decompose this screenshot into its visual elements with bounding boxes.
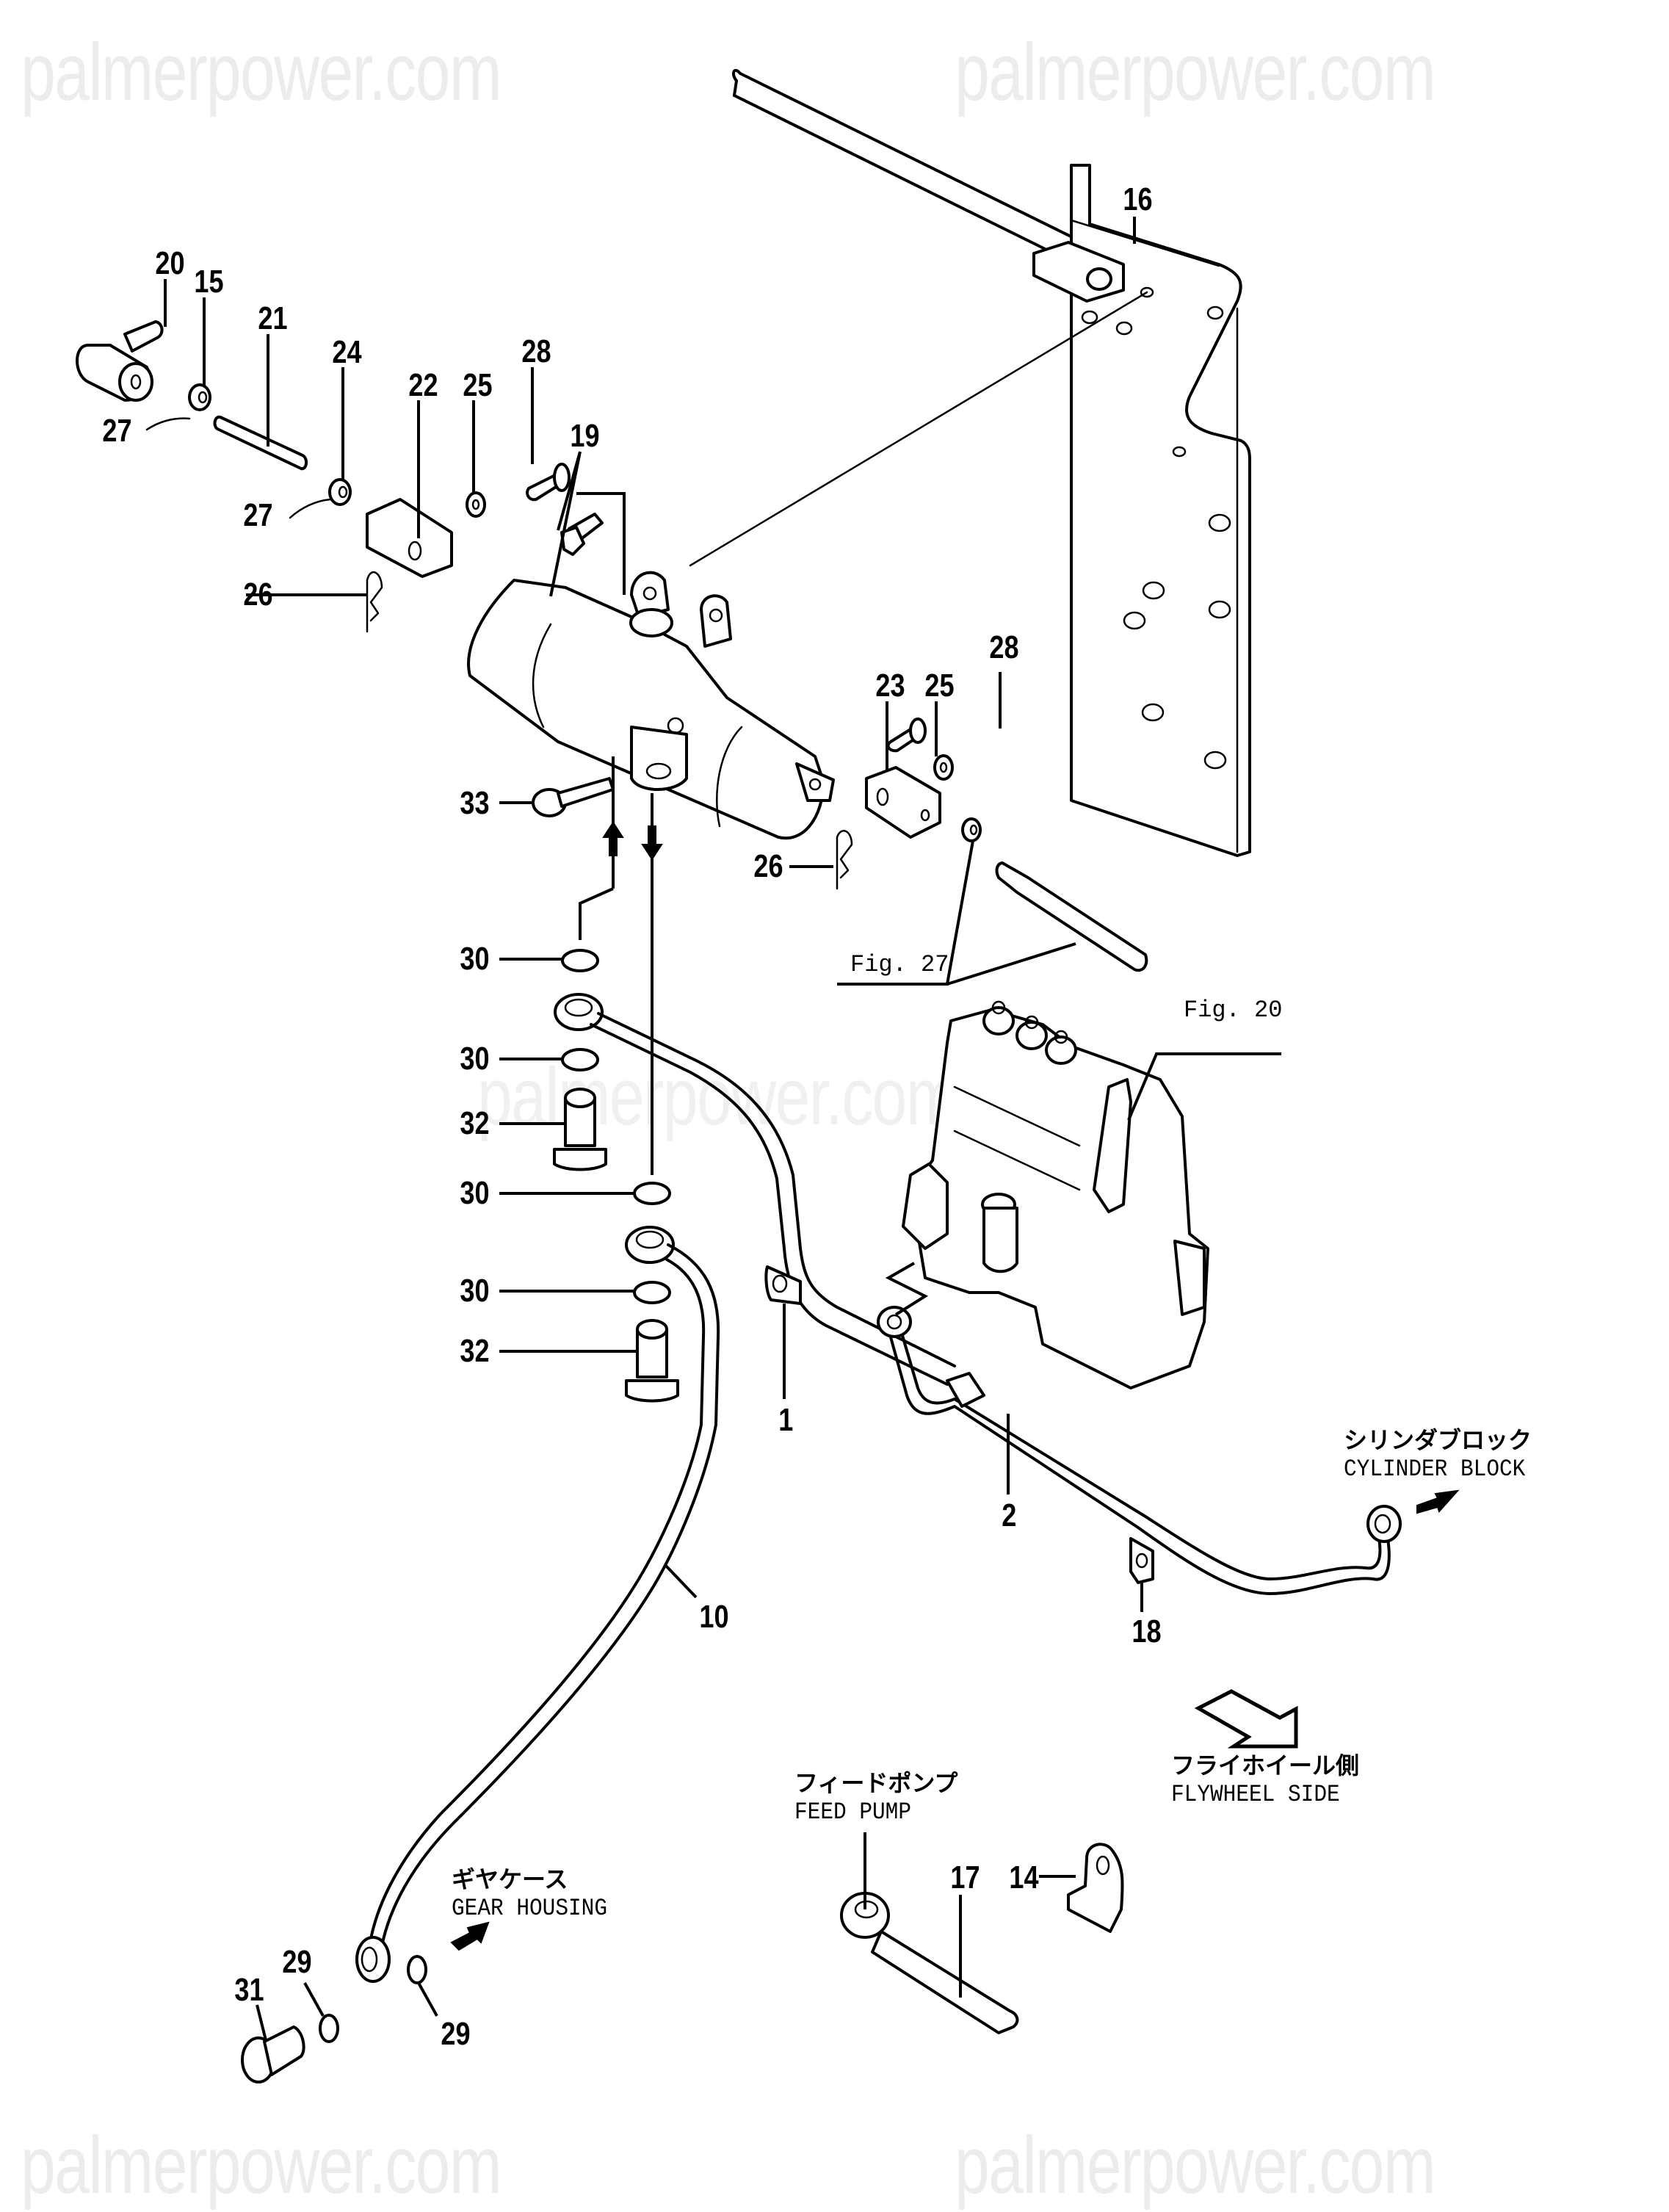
washer-30c <box>633 1182 671 1205</box>
callout-30d: 30 <box>460 1273 490 1309</box>
callout-28b: 28 <box>989 629 1019 665</box>
banjo-bolt-31 <box>241 2025 305 2083</box>
washer-30a <box>561 949 599 972</box>
callout-25b: 25 <box>924 668 955 704</box>
washer-25a <box>466 491 486 518</box>
callout-32b: 32 <box>460 1333 490 1369</box>
washer-29b <box>407 1955 427 1984</box>
callout-15: 15 <box>194 264 224 300</box>
adjust-joint-20 <box>76 320 164 402</box>
callout-29b: 29 <box>441 2016 471 2052</box>
snap-pin-26b <box>836 830 853 890</box>
callout-29a: 29 <box>282 1944 312 1980</box>
gear-housing-arrow <box>450 1921 490 1951</box>
fig27-rod <box>961 817 1148 972</box>
callout-19: 19 <box>570 418 600 454</box>
callout-14: 14 <box>1009 1859 1039 1895</box>
nut-24 <box>328 478 352 506</box>
washer-30d <box>633 1281 671 1304</box>
washer-25b <box>933 754 954 781</box>
flow-arrow-up <box>579 756 624 940</box>
callout-20: 20 <box>155 245 185 281</box>
fig27-reference[interactable]: Fig. 27 <box>850 951 949 978</box>
banjo-bolt-32b <box>625 1319 679 1403</box>
callout-18: 18 <box>1132 1613 1162 1649</box>
bracket-plate-16 <box>689 164 1251 857</box>
flywheel-side-label-jp: フライホイール側 <box>1171 1752 1360 1779</box>
stop-solenoid-19 <box>467 571 835 840</box>
callout-32a: 32 <box>460 1105 490 1141</box>
callout-10: 10 <box>699 1599 729 1635</box>
gear-housing-label-en: GEAR HOUSING <box>452 1895 608 1922</box>
callout-26b: 26 <box>753 848 783 884</box>
injection-pump <box>902 1000 1281 1389</box>
cylinder-block-arrow <box>1416 1489 1460 1514</box>
callout-16: 16 <box>1123 181 1153 217</box>
watermark-bottom-right: palmerpower.com <box>955 2120 1436 2211</box>
banjo-tube10 <box>625 1226 675 1264</box>
callout-17: 17 <box>950 1859 980 1895</box>
callout-27a: 27 <box>102 413 132 449</box>
callout-26a: 26 <box>243 577 273 612</box>
washer-30b <box>561 1048 599 1071</box>
fuel-tube-2 <box>877 1262 1402 1595</box>
watermark-center: palmerpower.com <box>477 1052 958 1142</box>
flywheel-side-arrow <box>1194 1689 1298 1749</box>
banjo-tube1 <box>554 993 604 1031</box>
stop-rod <box>731 68 1107 275</box>
fuel-tube-10 <box>355 1243 720 1983</box>
gear-housing-label-jp: ギヤケース <box>452 1865 568 1893</box>
bolt-33 <box>532 777 615 817</box>
callout-leaders <box>145 217 1143 2041</box>
flywheel-side-label-en: FLYWHEEL SIDE <box>1171 1781 1340 1808</box>
callout-22: 22 <box>408 367 438 403</box>
callout-28a: 28 <box>521 333 551 369</box>
watermark-top-right: palmerpower.com <box>955 27 1436 118</box>
callout-30a: 30 <box>460 941 490 977</box>
watermark-bottom-left: palmerpower.com <box>21 2120 502 2211</box>
clevis-23 <box>865 766 941 839</box>
callout-2: 2 <box>1002 1497 1017 1533</box>
clevis-22 <box>366 498 453 578</box>
fig27-leader <box>837 840 1076 986</box>
snap-pin-26a <box>366 571 383 633</box>
nut-15 <box>188 383 211 411</box>
watermark-top-left: palmerpower.com <box>21 27 502 118</box>
callout-23: 23 <box>875 668 905 704</box>
flow-arrow-down <box>641 793 663 1175</box>
pin-28a <box>526 463 571 502</box>
callout-1: 1 <box>778 1402 794 1438</box>
callout-30b: 30 <box>460 1041 490 1077</box>
callout-31: 31 <box>234 1972 264 2008</box>
callout-27b: 27 <box>243 497 273 533</box>
pin-28b <box>886 718 927 753</box>
rod-21 <box>213 415 308 471</box>
fig20-reference[interactable]: Fig. 20 <box>1184 997 1283 1024</box>
clamp-14 <box>1067 1843 1124 1933</box>
cylinder-block-label-en: CYLINDER BLOCK <box>1344 1456 1526 1483</box>
callout-24: 24 <box>332 334 362 370</box>
cylinder-block-label-jp: シリンダブロック <box>1344 1426 1532 1454</box>
bolt-19 <box>560 513 604 556</box>
callout-30c: 30 <box>460 1175 490 1211</box>
feed-pump-tube-17 <box>840 1892 1019 2034</box>
callout-25a: 25 <box>463 367 493 403</box>
washer-29a <box>319 2014 339 2043</box>
banjo-bolt-32a <box>553 1088 607 1171</box>
callout-33: 33 <box>460 785 490 821</box>
fuel-tube-1 <box>590 1012 956 1386</box>
feed-pump-label-en: FEED PUMP <box>794 1799 912 1826</box>
callout-21: 21 <box>258 300 288 336</box>
feed-pump-label-jp: フィードポンプ <box>794 1769 958 1797</box>
